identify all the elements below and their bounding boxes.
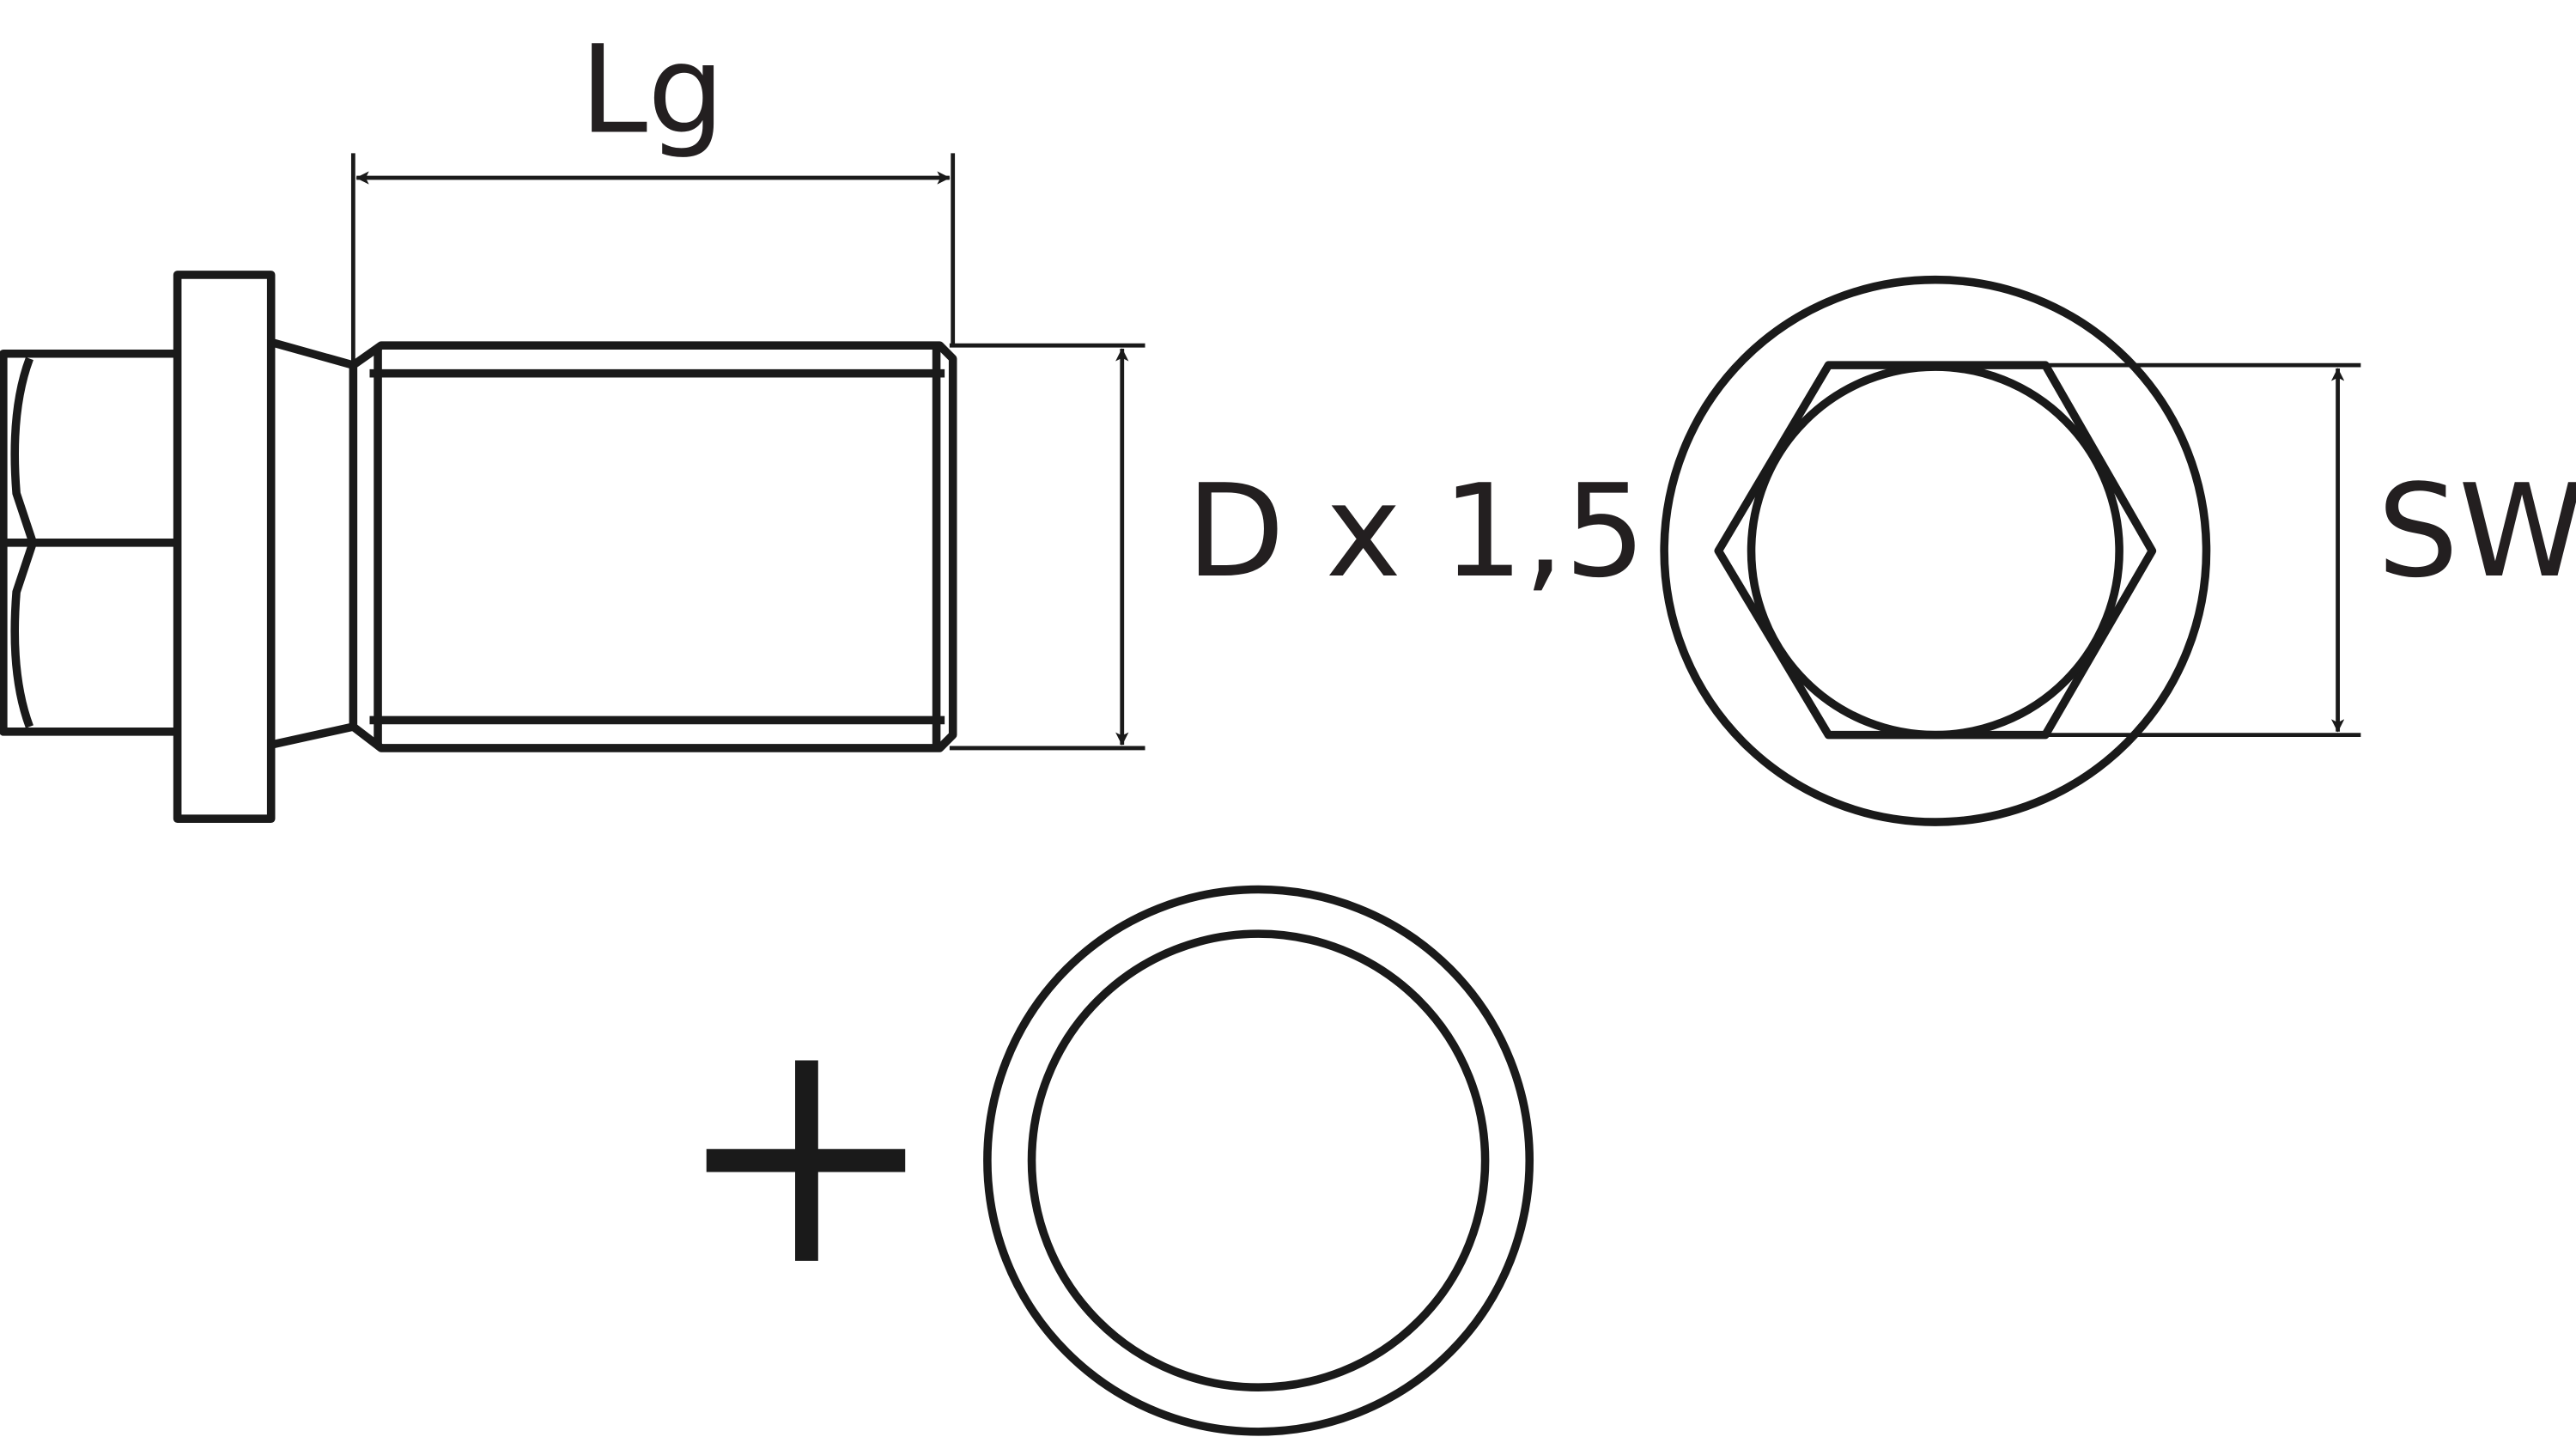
thread: [349, 341, 957, 752]
hexagon: [1714, 361, 2157, 740]
diameter-label: D x 1,5: [1186, 457, 1645, 606]
hex-head: [0, 349, 178, 736]
plug-side-view: [0, 271, 957, 823]
wrench-size-label: SW: [2377, 457, 2576, 606]
plus-icon: [706, 1060, 906, 1261]
wrench-size-dimension: SW: [2045, 362, 2576, 738]
diameter-dimension: D x 1,5: [949, 343, 1646, 751]
flange: [173, 271, 276, 823]
plug-end-view: [1660, 275, 2211, 826]
neck: [270, 338, 355, 749]
sealing-washer: [983, 885, 1534, 1436]
length-dimension: Lg: [350, 20, 956, 366]
length-label: Lg: [580, 20, 725, 161]
